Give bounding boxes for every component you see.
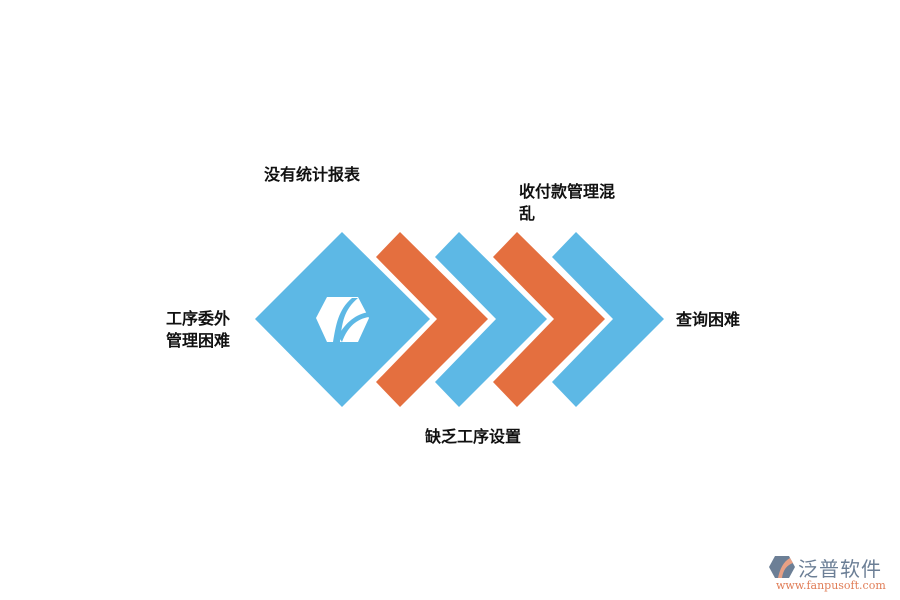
label-outsourcing: 工序委外 管理困难 — [166, 308, 230, 352]
chevron-4 — [552, 232, 664, 407]
label-outsourcing-line1: 工序委外 — [166, 309, 231, 328]
watermark: 泛普软件 www.fanpusoft.com — [768, 553, 898, 593]
label-missing-process: 缺乏工序设置 — [425, 427, 522, 446]
label-payment-chaos: 收付款管理混 乱 — [519, 181, 615, 225]
brand-hexagon-logo-icon — [316, 297, 369, 342]
label-query-difficulty: 查询困难 — [676, 310, 741, 329]
label-payment-chaos-line1: 收付款管理混 — [519, 182, 616, 201]
fanpu-logo-icon — [769, 556, 795, 578]
chevron-2 — [435, 232, 547, 407]
chevron-1 — [376, 232, 488, 407]
watermark-brand: 泛普软件 — [798, 557, 882, 581]
label-outsourcing-line2: 管理困难 — [166, 331, 231, 350]
chevron-3 — [493, 232, 605, 407]
label-no-reports: 没有统计报表 — [264, 165, 361, 184]
watermark-url: www.fanpusoft.com — [776, 579, 886, 592]
label-payment-chaos-line2: 乱 — [519, 204, 536, 223]
